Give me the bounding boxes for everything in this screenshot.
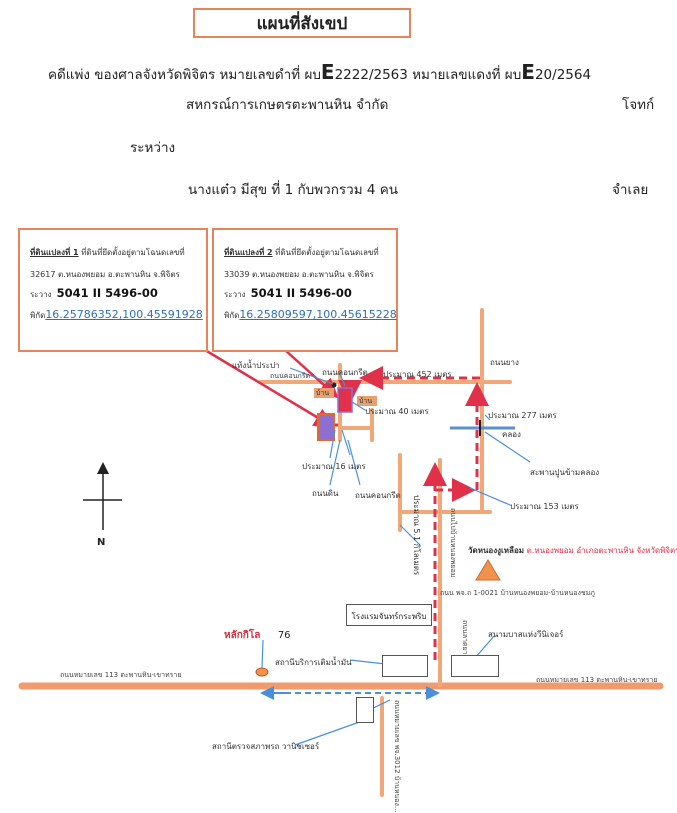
plot-2-info: ที่ดินแปลงที่ 2 ที่ดินที่ยึดตั้งอยู่ตามโ… — [212, 228, 398, 352]
defendant-name: นางแต๋ว มีสุข ที่ 1 กับพวกรวม 4 คน — [188, 182, 399, 198]
canal-label: คลอง — [502, 430, 521, 439]
road-south-label: ถนนหมายเลข พจ.3012 บ้านหนอง... — [393, 700, 401, 813]
dirt-road-label: ถนนดิน — [312, 489, 339, 498]
factory-building: โรงแรมจันทร์กระพริบ — [346, 604, 432, 626]
police-building — [356, 697, 374, 723]
north-label: N — [97, 537, 106, 548]
plot-1-info: ที่ดินแปลงที่ 1 ที่ดินที่ยึดตั้งอยู่ตามโ… — [18, 228, 208, 352]
asphalt-road-label: ถนนยาง — [490, 358, 519, 367]
plot-2-coord-link[interactable]: 16.25809597,100.45615228 — [239, 308, 397, 321]
road-vertical-label: ถนนไปบ้านหนองพยอม — [449, 508, 457, 578]
house-2-label: บ้าน — [359, 397, 373, 405]
canal-bridge-label: สะพานปูนข้ามคลอง — [530, 468, 600, 477]
plot-2-shape — [337, 387, 353, 413]
plaintiff-name: สหกรณ์การเกษตรตะพานหิน จำกัด — [186, 97, 389, 113]
defendant-role: จำเลย — [612, 182, 649, 198]
km-marker-icon — [255, 667, 269, 677]
plot-1-coord-link[interactable]: 16.25786352,100.45591928 — [45, 308, 203, 321]
callouts — [261, 367, 531, 746]
plot1-pointer — [204, 348, 335, 428]
dist-40-label: ประมาณ 40 เมตร — [365, 407, 429, 416]
school-building — [451, 655, 499, 677]
dist-153-label: ประมาณ 153 เมตร — [510, 502, 579, 511]
house-2-box — [357, 396, 377, 406]
dist-5km-label: ประมาณ 5.1 กิโลเมตร — [412, 495, 421, 576]
house-1-label: บ้าน — [316, 389, 330, 397]
gas-station-label: สถานีบริการเติมน้ำมัน — [275, 658, 352, 667]
highway-left-label: ถนนหมายเลข 113 ตะพานหิน-เขาทราย — [60, 671, 182, 679]
dist-277-label: ประมาณ 277 เมตร — [488, 411, 557, 420]
highway-right-label: ถนนหมายเลข 113 ตะพานหิน-เขาทราย — [536, 676, 658, 684]
police-label: สถานีตรวจสภาพรถ วานิชเซอร์ — [212, 742, 320, 751]
house-1-box — [314, 388, 334, 398]
school-label: สนามบาสแห่งวีนิเจอร์ — [488, 630, 564, 639]
dist-452-label: ประมาณ 452 เมตร — [383, 370, 452, 379]
north-arrow — [83, 462, 122, 530]
plaintiff-role: โจทก์ — [622, 97, 655, 113]
concrete-road-bottom-label: ถนนคอนกรีต — [355, 491, 401, 500]
temple-label: วัดหนองงูเหลือม ต.หนองพยอม อำเภอตะพานหิน… — [468, 546, 677, 555]
temple-icon — [475, 559, 501, 581]
asphalt-road-vertical-label: ถนนลาดยาง — [461, 620, 469, 659]
gas-station-building — [382, 655, 428, 677]
plot-1-shape — [317, 413, 335, 441]
km-marker-label: หลักกิโล 76 — [224, 630, 291, 641]
plot2-pointer — [284, 349, 339, 399]
concrete-road-top-label: ถนนคอนกรีต — [322, 368, 368, 377]
roads — [18, 308, 664, 797]
water-tap-label: แท้งน้ำประปา — [232, 361, 280, 370]
concrete-road-small-label: ถนนคอนกรีต — [270, 372, 311, 380]
case-number-line: คดีแพ่ง ของศาลจังหวัดพิจิตร หมายเลขดำที่… — [48, 60, 592, 84]
page-title: แผนที่สังเขป — [193, 8, 411, 38]
road-small-label: ถนน พจ.ถ 1-0021 บ้านหนองพยอม-บ้านหนองชมภ… — [440, 589, 595, 597]
between-label: ระหว่าง — [130, 140, 176, 156]
dist-16-label: ประมาณ 16 เมตร — [302, 462, 366, 471]
